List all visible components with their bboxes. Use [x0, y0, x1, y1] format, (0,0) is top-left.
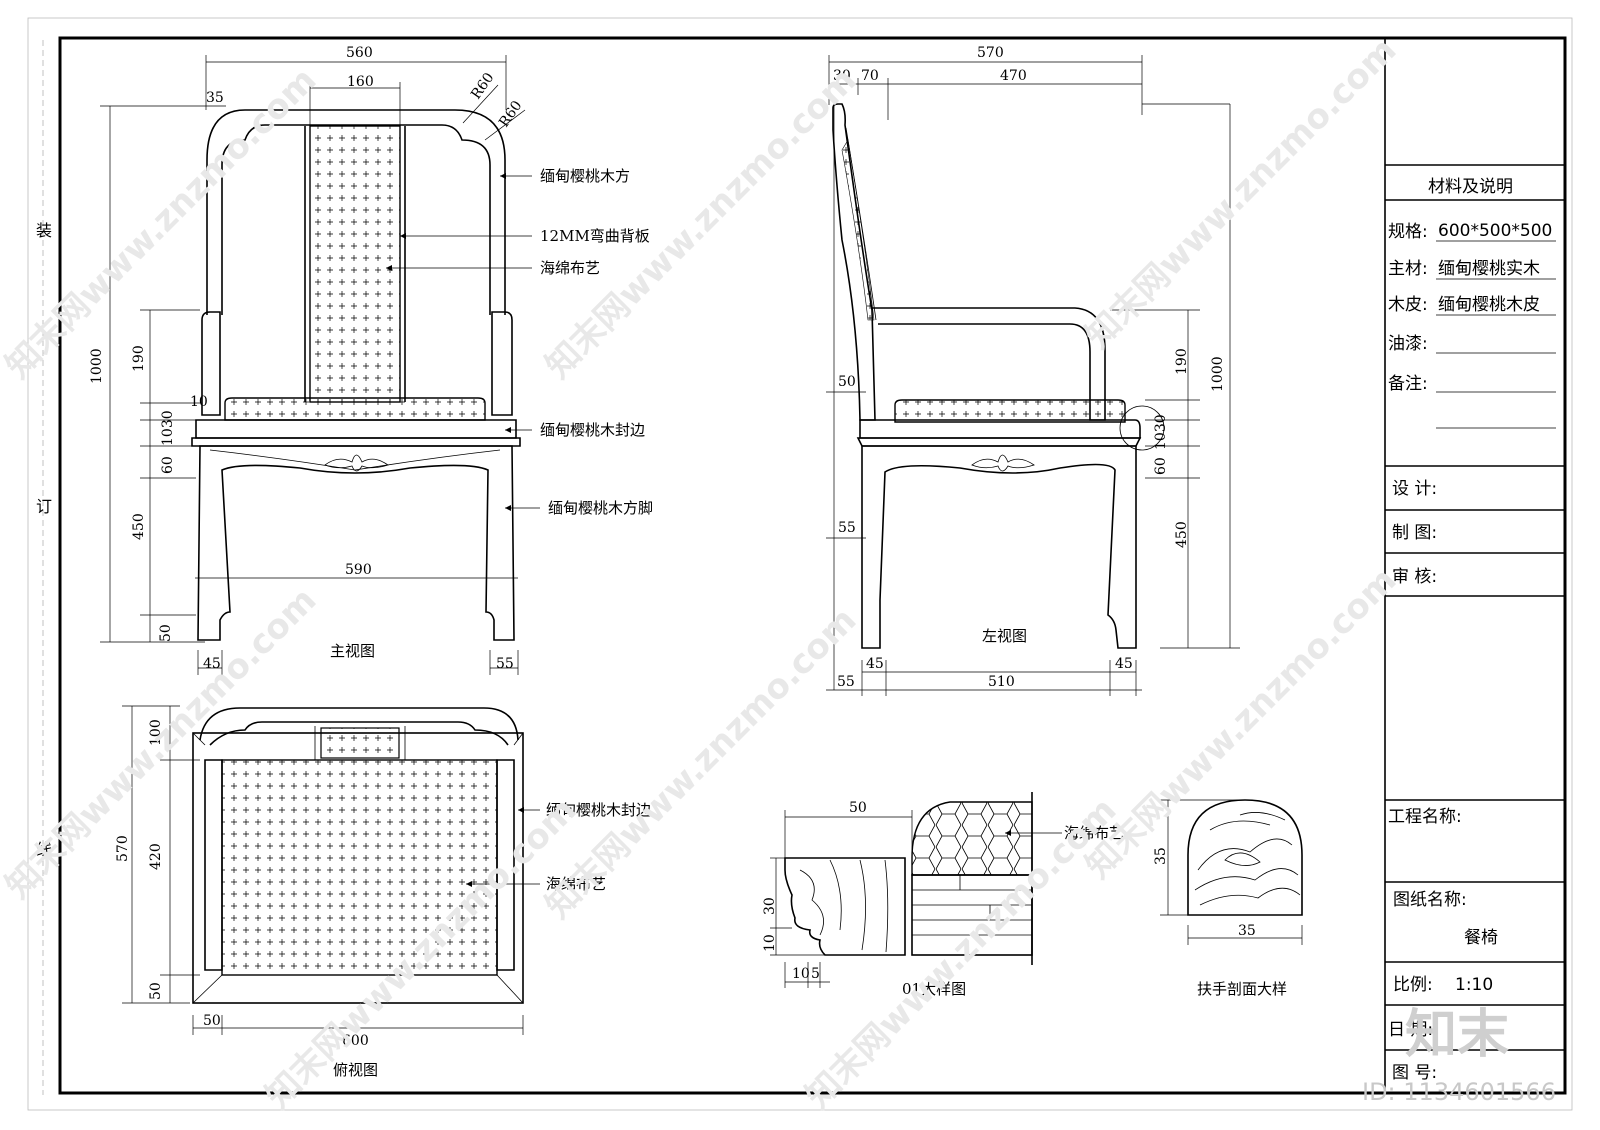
review-label: 审 核:: [1392, 567, 1437, 587]
binding-char-bottom: 线: [36, 840, 52, 859]
front-dim-frame: 35: [206, 90, 224, 106]
detail-dim-w5: 5: [811, 966, 820, 982]
front-dim-1030: 1030: [160, 410, 176, 446]
watermark-logo: 知末: [1405, 1005, 1509, 1065]
front-dim-leg-l: 45: [203, 656, 221, 672]
armrest-dim-w35: 35: [1238, 923, 1256, 939]
date-label: 日 期:: [1388, 1020, 1433, 1040]
front-callout-sponge-fabric: 海绵布艺: [540, 259, 600, 277]
side-dim-seat-h: 450: [1174, 521, 1190, 548]
scale-value: 1:10: [1455, 975, 1493, 995]
side-dim-depth: 570: [977, 45, 1004, 61]
top-dim-frame: 50: [203, 1013, 221, 1029]
side-view: 570 30 70 470 1000 190 50 1030 60 55 450…: [826, 45, 1240, 696]
side-dim-b55: 55: [837, 674, 855, 690]
project-label: 工程名称:: [1388, 807, 1462, 827]
side-dim-arm: 190: [1174, 348, 1190, 375]
top-dim-back: 100: [148, 719, 164, 746]
side-dim-b45r: 45: [1115, 656, 1133, 672]
veneer-value: 缅甸樱桃木皮: [1438, 295, 1540, 315]
binding-char-middle: 订: [36, 497, 52, 516]
watermark-id: ID: 1134601566: [1362, 1078, 1556, 1106]
front-dim-back-panel: 160: [347, 74, 374, 90]
front-dim-base-w: 590: [345, 562, 372, 578]
side-dim-30: 30: [833, 68, 851, 84]
inner-border: [58, 36, 1567, 1095]
paint-label: 油漆:: [1388, 334, 1428, 354]
front-view-caption: 主视图: [330, 642, 375, 660]
detail-01-caption: 01大样图: [902, 980, 966, 998]
front-callout-wood-frame: 缅甸樱桃木方: [540, 167, 630, 185]
top-dim-width: 600: [342, 1033, 369, 1049]
main-material-value: 缅甸樱桃实木: [1438, 259, 1540, 279]
front-dim-r2: R60: [496, 98, 525, 130]
drawing-name-value: 餐椅: [1464, 928, 1498, 948]
front-callout-edge-banding: 缅甸樱桃木封边: [540, 421, 645, 439]
detail-01: 50 30 10 10 5 海绵布艺 01大样图: [762, 792, 1124, 998]
front-view: 560 160 35 R60 R60 1000 190 10 1030 60 4…: [89, 45, 653, 675]
side-dim-1030: 1030: [1153, 414, 1169, 450]
detail-dim-h10: 10: [762, 934, 778, 952]
detail-dim-h30: 30: [762, 897, 778, 915]
side-dim-470: 470: [1000, 68, 1027, 84]
draw-label: 制 图:: [1392, 523, 1437, 543]
title-block: 材料及说明 规格: 600*500*500 主材: 缅甸樱桃实木 木皮: 缅甸樱…: [1384, 38, 1565, 1093]
front-dim-seat-h: 450: [131, 513, 147, 540]
side-dim-height: 1000: [1210, 356, 1226, 392]
spec-value: 600*500*500: [1438, 221, 1552, 241]
detail-callout-sponge-fabric: 海绵布艺: [1064, 824, 1124, 842]
outer-border: [27, 17, 1573, 1111]
side-view-caption: 左视图: [982, 627, 1027, 645]
top-dim-front: 50: [148, 982, 164, 1000]
number-label: 图 号:: [1392, 1063, 1437, 1083]
front-dim-apron: 60: [160, 456, 176, 474]
top-dim-depth: 570: [115, 835, 131, 862]
armrest-section: 35 35 扶手剖面大样: [1153, 799, 1303, 998]
watermark-2: 知末网www.znzmo.com: [538, 60, 864, 386]
main-material-label: 主材:: [1388, 259, 1428, 279]
watermark-5: 知末网www.znzmo.com: [538, 600, 864, 926]
front-callout-back-panel: 12MM弯曲背板: [540, 227, 650, 245]
top-callout-edge-banding: 缅甸樱桃木封边: [546, 801, 651, 819]
side-dim-apron: 60: [1153, 457, 1169, 475]
side-dim-b45l: 45: [866, 656, 884, 672]
note-label: 备注:: [1388, 374, 1428, 394]
side-dim-70: 70: [861, 68, 879, 84]
drawing-name-label: 图纸名称:: [1393, 890, 1467, 910]
top-view: 570 100 420 50 50 600 缅甸樱桃木封边 海绵布艺 俯视图: [115, 705, 651, 1079]
top-dim-seat: 420: [148, 843, 164, 870]
front-dim-10: 10: [190, 394, 208, 410]
front-dim-leg-r: 55: [496, 656, 514, 672]
front-dim-foot: 50: [158, 624, 174, 642]
spec-label: 规格:: [1388, 222, 1428, 242]
top-callout-sponge-fabric: 海绵布艺: [546, 875, 606, 893]
front-dim-arm: 190: [131, 345, 147, 372]
title-block-header: 材料及说明: [1428, 177, 1513, 197]
watermark-3: 知末网www.znzmo.com: [1078, 30, 1404, 356]
detail-dim-w50: 50: [849, 800, 867, 816]
side-dim-50: 50: [838, 374, 856, 390]
front-dim-r1: R60: [468, 70, 497, 102]
side-dim-55: 55: [838, 520, 856, 536]
scale-label: 比例:: [1393, 975, 1433, 995]
side-dim-b510: 510: [988, 674, 1015, 690]
veneer-label: 木皮:: [1388, 295, 1428, 315]
front-dim-width-top: 560: [346, 45, 373, 61]
armrest-section-caption: 扶手剖面大样: [1197, 980, 1287, 998]
front-callout-legs: 缅甸樱桃木方脚: [548, 499, 653, 517]
front-dim-height: 1000: [89, 348, 105, 384]
armrest-dim-h35: 35: [1153, 847, 1169, 865]
top-view-caption: 俯视图: [333, 1061, 378, 1079]
binding-char-top: 装: [36, 221, 52, 240]
watermark-6: 知末网www.znzmo.com: [1078, 560, 1404, 886]
detail-dim-w10: 10: [792, 966, 810, 982]
design-label: 设 计:: [1392, 479, 1437, 499]
